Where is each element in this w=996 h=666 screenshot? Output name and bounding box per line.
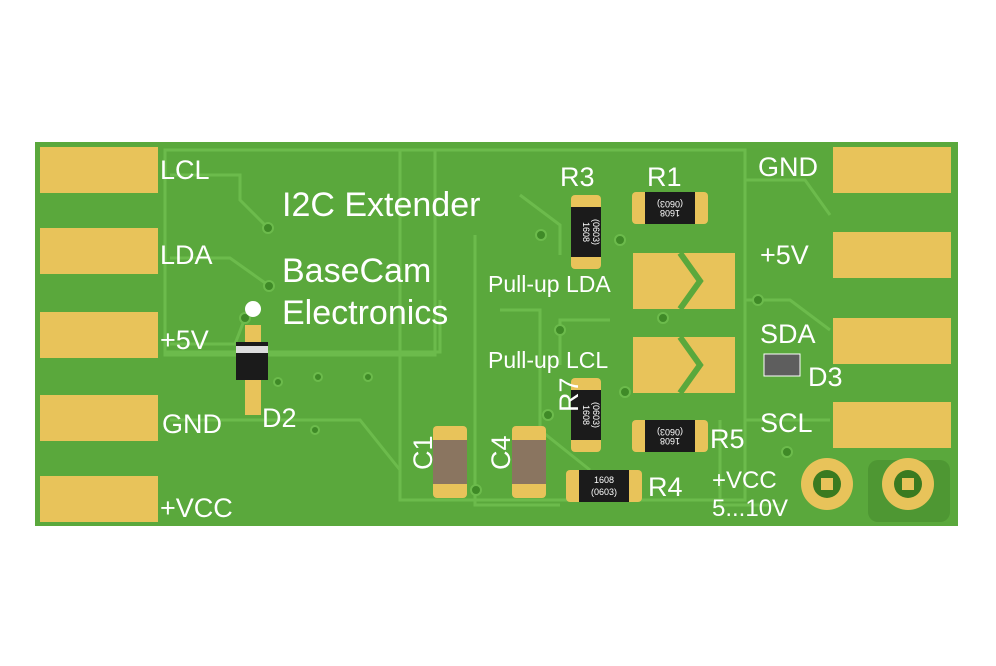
- label-pullup-lcl: Pull-up LCL: [488, 347, 608, 373]
- label-d2: D2: [262, 403, 297, 433]
- r7-marking-size: (0603): [591, 402, 601, 428]
- resistor-r3: 1608 (0603): [571, 195, 601, 269]
- r4-marking-size: (0603): [591, 487, 617, 497]
- jumper-pullup-lcl: [633, 335, 735, 395]
- diode-d3: [763, 353, 801, 377]
- right-edge-pads: [833, 147, 951, 448]
- label-lda: LDA: [160, 240, 213, 270]
- label-sda: SDA: [760, 319, 816, 349]
- diode-d2: [236, 301, 268, 415]
- label-vcc-left: +VCC: [160, 493, 233, 523]
- resistor-r7: 1608 (0603): [571, 378, 601, 452]
- vias: [239, 222, 793, 496]
- capacitor-c1: [433, 426, 467, 498]
- resistor-r4: 1608 (0603): [566, 470, 642, 502]
- r3-marking-size: (0603): [591, 219, 601, 245]
- label-r4: R4: [648, 472, 683, 502]
- label-scl: SCL: [760, 408, 813, 438]
- resistor-r5: 1608 (0603): [632, 420, 708, 452]
- resistor-r1: 1608 (0603): [632, 192, 708, 224]
- r1-marking-code: 1608: [660, 208, 680, 218]
- label-d3: D3: [808, 362, 843, 392]
- label-5v-left: +5V: [160, 325, 209, 355]
- label-gnd-right: GND: [758, 152, 818, 182]
- label-c4: C4: [486, 435, 516, 470]
- power-holes: [801, 458, 950, 522]
- label-lcl: LCL: [160, 155, 210, 185]
- pcb-board: [35, 142, 958, 526]
- label-vcc-power: +VCC: [712, 467, 777, 494]
- r3-marking-code: 1608: [581, 222, 591, 242]
- r4-marking-code: 1608: [594, 475, 614, 485]
- label-gnd-left: GND: [162, 409, 222, 439]
- label-c1: C1: [408, 435, 438, 470]
- r1-marking-size: (0603): [657, 199, 683, 209]
- left-edge-pads: [40, 147, 158, 522]
- label-r1: R1: [647, 162, 682, 192]
- brand-line-1: BaseCam: [282, 252, 431, 290]
- board-title: I2C Extender: [282, 186, 480, 224]
- capacitor-c4: [512, 426, 546, 498]
- label-pullup-lda: Pull-up LDA: [488, 271, 611, 297]
- r7-marking-code: 1608: [581, 405, 591, 425]
- label-r7: R7: [554, 377, 584, 412]
- label-r3: R3: [560, 162, 595, 192]
- r5-marking-size: (0603): [657, 427, 683, 437]
- label-r5: R5: [710, 424, 745, 454]
- jumper-pullup-lda: [633, 251, 735, 311]
- brand-line-2: Electronics: [282, 294, 448, 332]
- label-vcc-range: 5...10V: [712, 495, 788, 522]
- label-5v-right: +5V: [760, 240, 809, 270]
- r5-marking-code: 1608: [660, 436, 680, 446]
